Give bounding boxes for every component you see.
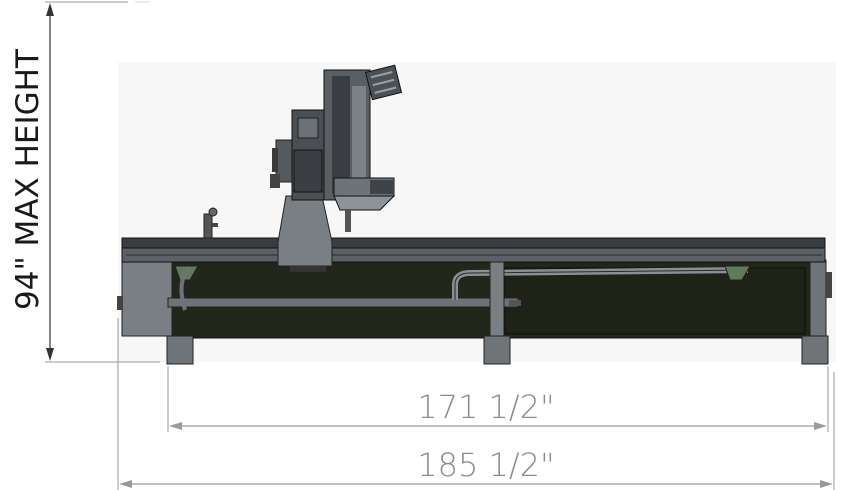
- vacuum-pipe: [167, 297, 519, 308]
- center-post: [489, 261, 505, 337]
- gantry-carriage: [277, 195, 333, 267]
- left-end-plate: [117, 296, 123, 310]
- left-clamp: [203, 213, 213, 239]
- inner-width-arrow-right: [814, 422, 827, 430]
- height-arrow-top: [46, 3, 54, 16]
- vacuum-pipe-end: [509, 300, 521, 306]
- overall-width-arrow-left: [119, 480, 132, 488]
- spindle-bit: [345, 210, 351, 232]
- overall-width-dimension: [117, 318, 835, 490]
- leg-center: [483, 335, 511, 365]
- leg-left: [166, 335, 194, 365]
- right-end-knob: [826, 272, 832, 298]
- left-end-housing: [121, 259, 173, 337]
- height-arrow-bottom: [46, 348, 54, 361]
- inner-width-dimension: [167, 366, 829, 432]
- overall-width-label: 185 1/2": [417, 446, 554, 484]
- tool-changer: [364, 64, 403, 101]
- bed-inner-panel: [504, 267, 806, 335]
- green-bracket-right: [724, 265, 751, 281]
- height-dimension: [45, 1, 160, 363]
- inner-width-label: 171 1/2": [417, 388, 554, 426]
- top-rail: [121, 237, 826, 249]
- height-label: 94" MAX HEIGHT: [10, 48, 46, 310]
- cnc-router-machine: [117, 64, 832, 365]
- right-end-post: [809, 259, 827, 337]
- overall-width-arrow-right: [820, 480, 833, 488]
- leg-right: [801, 335, 829, 365]
- inner-width-arrow-left: [169, 422, 182, 430]
